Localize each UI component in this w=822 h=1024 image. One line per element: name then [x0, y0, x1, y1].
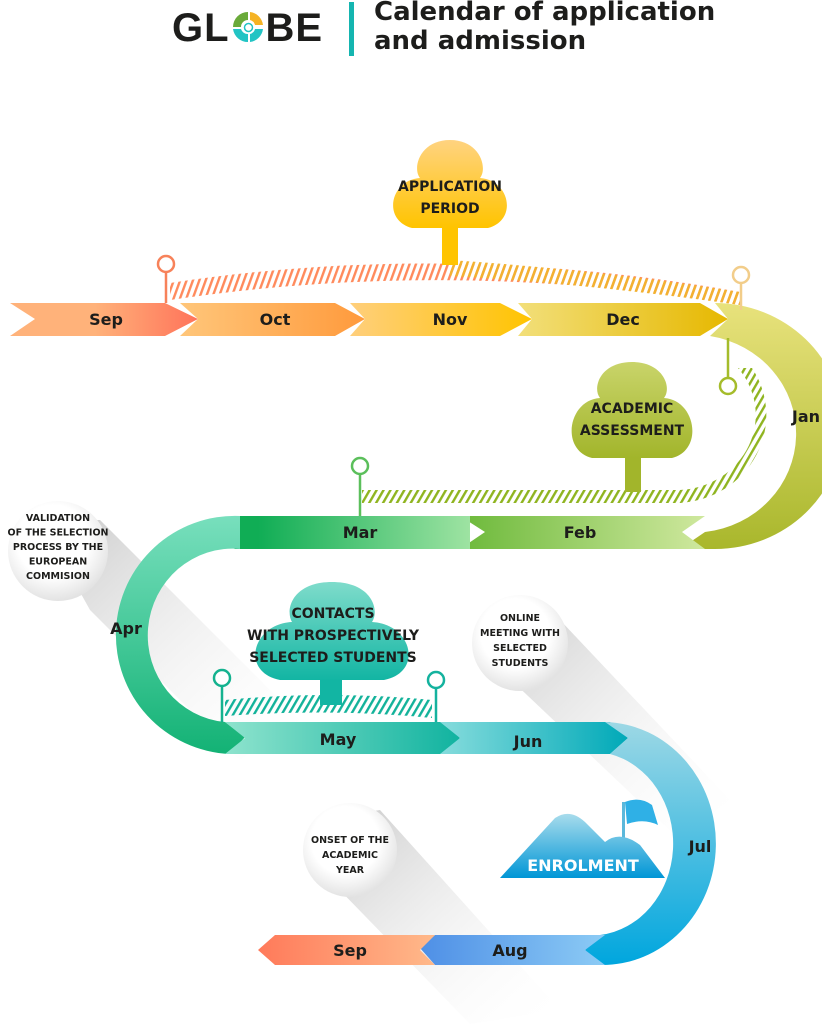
- validation-bubble-text: COMMISION: [26, 571, 90, 582]
- contacts-label: CONTACTS: [291, 606, 374, 622]
- month-label-dec: Dec: [606, 310, 640, 329]
- logo-text-right: BE: [265, 6, 324, 50]
- academic-assessment-label: ASSESSMENT: [580, 423, 685, 439]
- online-meeting-bubble-text: MEETING WITH: [480, 628, 560, 639]
- month-label-jul: Jul: [688, 837, 712, 856]
- application-range-hatch-end: [450, 260, 740, 305]
- onset-bubble-text: ACADEMIC: [322, 850, 378, 861]
- online-meeting-bubble-text: SELECTED: [493, 643, 547, 654]
- online-meeting-bubble-text: STUDENTS: [492, 658, 549, 669]
- month-band-sep-next: [258, 935, 435, 965]
- globe-icon: [232, 12, 263, 43]
- month-label-may: May: [320, 730, 357, 749]
- month-band-aug: [420, 935, 605, 965]
- month-label-sep: Sep: [89, 310, 123, 329]
- month-band-jun: [440, 722, 628, 754]
- validation-bubble-text: VALIDATION: [26, 513, 90, 524]
- academic-assessment-label: ACADEMIC: [591, 401, 674, 417]
- academic-range-hatch: [362, 368, 767, 503]
- month-label-mar: Mar: [343, 523, 378, 542]
- application-period-label: APPLICATION: [398, 179, 502, 195]
- month-band-dec: [518, 303, 728, 336]
- month-label-oct: Oct: [260, 310, 291, 329]
- contacts-range-hatch: [225, 695, 432, 718]
- month-band-apr: [115, 515, 245, 754]
- header: GL BE Calendar of application and admiss…: [0, 0, 822, 70]
- month-band-mar: [205, 516, 470, 549]
- pin-contacts-start: [212, 668, 232, 722]
- logo-text-left: GL: [172, 6, 230, 50]
- globe-logo: GL BE: [172, 6, 323, 51]
- validation-bubble: [8, 501, 108, 601]
- contacts-tree: [255, 582, 409, 705]
- pin-academic-start: [718, 338, 738, 396]
- title-line-2: and admission: [374, 26, 587, 56]
- application-period-tree: [393, 140, 507, 265]
- enrolment-mountain: [500, 799, 665, 878]
- pin-academic-end: [350, 456, 370, 516]
- contacts-label: SELECTED STUDENTS: [249, 650, 417, 666]
- month-band-oct: [180, 303, 365, 336]
- month-band-may: [225, 722, 460, 754]
- online-meeting-bubble-text: ONLINE: [500, 613, 540, 624]
- onset-bubble-text: YEAR: [335, 865, 365, 876]
- application-period-label: PERIOD: [420, 201, 479, 217]
- pin-contacts-end: [426, 670, 446, 722]
- page-title: Calendar of application and admission: [374, 0, 715, 56]
- month-band-feb: [460, 516, 705, 549]
- month-label-sep: Sep: [333, 941, 367, 960]
- month-label-apr: Apr: [110, 619, 142, 638]
- month-band-nov: [350, 303, 532, 336]
- academic-assessment-tree: [571, 362, 693, 492]
- month-label-aug: Aug: [492, 941, 527, 960]
- month-label-feb: Feb: [564, 523, 597, 542]
- onset-bubble: [303, 803, 397, 897]
- onset-bubble-text: ONSET OF THE: [311, 835, 389, 846]
- online-bubble: [472, 595, 568, 691]
- validation-bubble-text: PROCESS BY THE: [13, 542, 103, 553]
- validation-bubble-text: EUROPEAN: [29, 557, 87, 568]
- month-label-jun: Jun: [513, 732, 543, 751]
- enrolment-label: ENROLMENT: [527, 856, 639, 875]
- header-divider: [349, 2, 354, 56]
- validation-bubble-text: OF THE SELECTION: [8, 528, 109, 539]
- title-line-1: Calendar of application: [374, 0, 716, 27]
- month-band-jan: [680, 303, 822, 549]
- month-label-jan: Jan: [791, 407, 820, 426]
- month-band-jul: [585, 722, 716, 966]
- pin-application-end: [731, 265, 751, 310]
- flag-icon: [625, 799, 658, 825]
- month-band-sep: [10, 303, 198, 336]
- pin-application-start: [156, 254, 176, 303]
- month-label-nov: Nov: [433, 310, 468, 329]
- contacts-label: WITH PROSPECTIVELY: [247, 628, 420, 644]
